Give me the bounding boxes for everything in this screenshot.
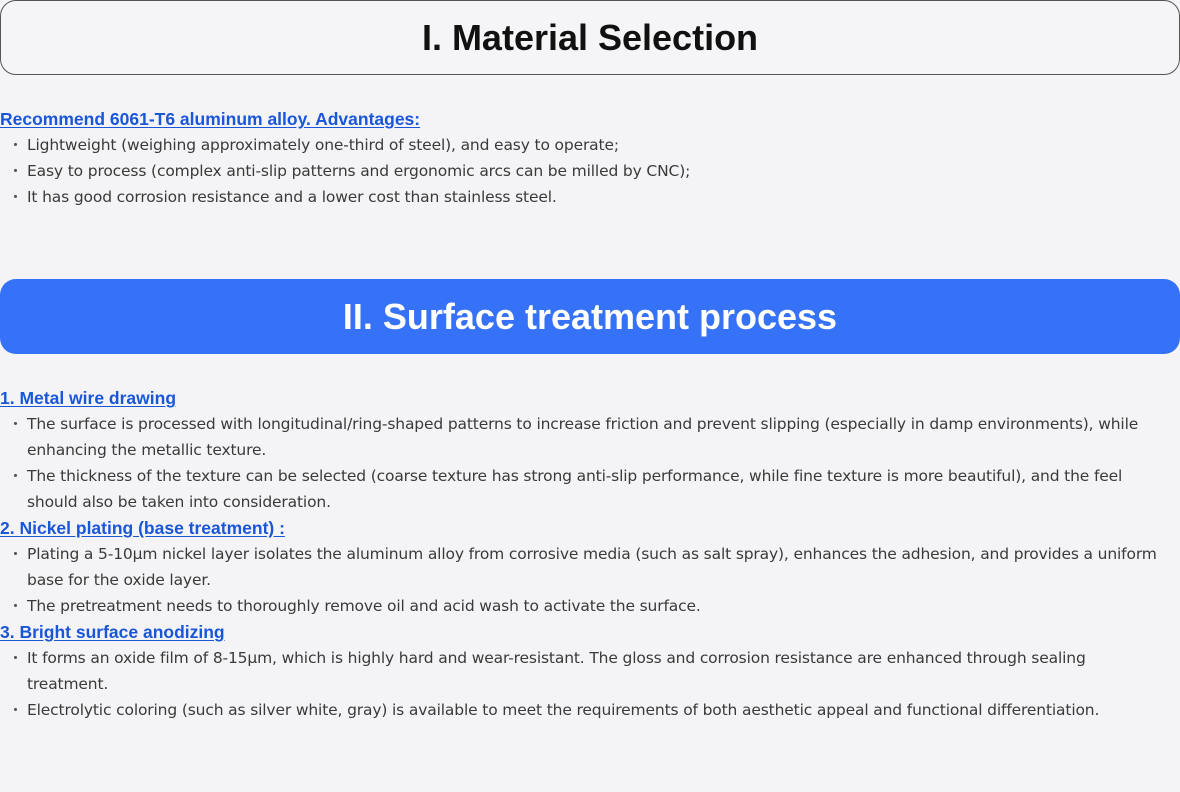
list-item: ・ The thickness of the texture can be se… <box>0 463 1170 515</box>
list-item: ・ Electrolytic coloring (such as silver … <box>0 697 1170 723</box>
anodizing-list: ・ It forms an oxide film of 8-15μm, whic… <box>0 645 1170 723</box>
list-item: ・ Plating a 5-10μm nickel layer isolates… <box>0 541 1170 593</box>
bullet-icon: ・ <box>8 188 23 206</box>
material-subhead: Recommend 6061-T6 aluminum alloy. Advant… <box>0 109 421 129</box>
section-2-title: II. Surface treatment process <box>342 295 838 337</box>
list-item-text: It has good corrosion resistance and a l… <box>27 188 557 206</box>
section-1-header: I. Material Selection <box>0 0 1180 75</box>
list-item: ・ The pretreatment needs to thoroughly r… <box>0 593 1170 619</box>
anodizing-subhead: 3. Bright surface anodizing <box>0 622 225 642</box>
nickel-plating-subhead: 2. Nickel plating (base treatment) : <box>0 518 285 538</box>
section-2-header: II. Surface treatment process <box>0 279 1180 354</box>
bullet-icon: ・ <box>8 649 23 667</box>
list-item-text: The surface is processed with longitudin… <box>27 415 1139 459</box>
list-item: ・ It has good corrosion resistance and a… <box>0 184 1170 210</box>
material-advantages-list: ・ Lightweight (weighing approximately on… <box>0 132 1170 210</box>
section-1-content: Recommend 6061-T6 aluminum alloy. Advant… <box>0 106 1170 210</box>
list-item-text: Plating a 5-10μm nickel layer isolates t… <box>27 545 1157 589</box>
wire-drawing-subhead: 1. Metal wire drawing <box>0 388 177 408</box>
list-item: ・ It forms an oxide film of 8-15μm, whic… <box>0 645 1170 697</box>
section-2-content: 1. Metal wire drawing ・ The surface is p… <box>0 385 1170 723</box>
list-item: ・ The surface is processed with longitud… <box>0 411 1170 463</box>
list-item: ・ Easy to process (complex anti-slip pat… <box>0 158 1170 184</box>
list-item-text: The thickness of the texture can be sele… <box>27 467 1123 511</box>
bullet-icon: ・ <box>8 162 23 180</box>
bullet-icon: ・ <box>8 597 23 615</box>
list-item-text: It forms an oxide film of 8-15μm, which … <box>27 649 1086 693</box>
list-item-text: The pretreatment needs to thoroughly rem… <box>27 597 701 615</box>
bullet-icon: ・ <box>8 467 23 485</box>
bullet-icon: ・ <box>8 415 23 433</box>
nickel-plating-list: ・ Plating a 5-10μm nickel layer isolates… <box>0 541 1170 619</box>
list-item-text: Lightweight (weighing approximately one-… <box>27 136 619 154</box>
bullet-icon: ・ <box>8 545 23 563</box>
list-item: ・ Lightweight (weighing approximately on… <box>0 132 1170 158</box>
list-item-text: Electrolytic coloring (such as silver wh… <box>27 701 1100 719</box>
bullet-icon: ・ <box>8 136 23 154</box>
wire-drawing-list: ・ The surface is processed with longitud… <box>0 411 1170 515</box>
bullet-icon: ・ <box>8 701 23 719</box>
list-item-text: Easy to process (complex anti-slip patte… <box>27 162 691 180</box>
section-1-title: I. Material Selection <box>421 16 759 58</box>
